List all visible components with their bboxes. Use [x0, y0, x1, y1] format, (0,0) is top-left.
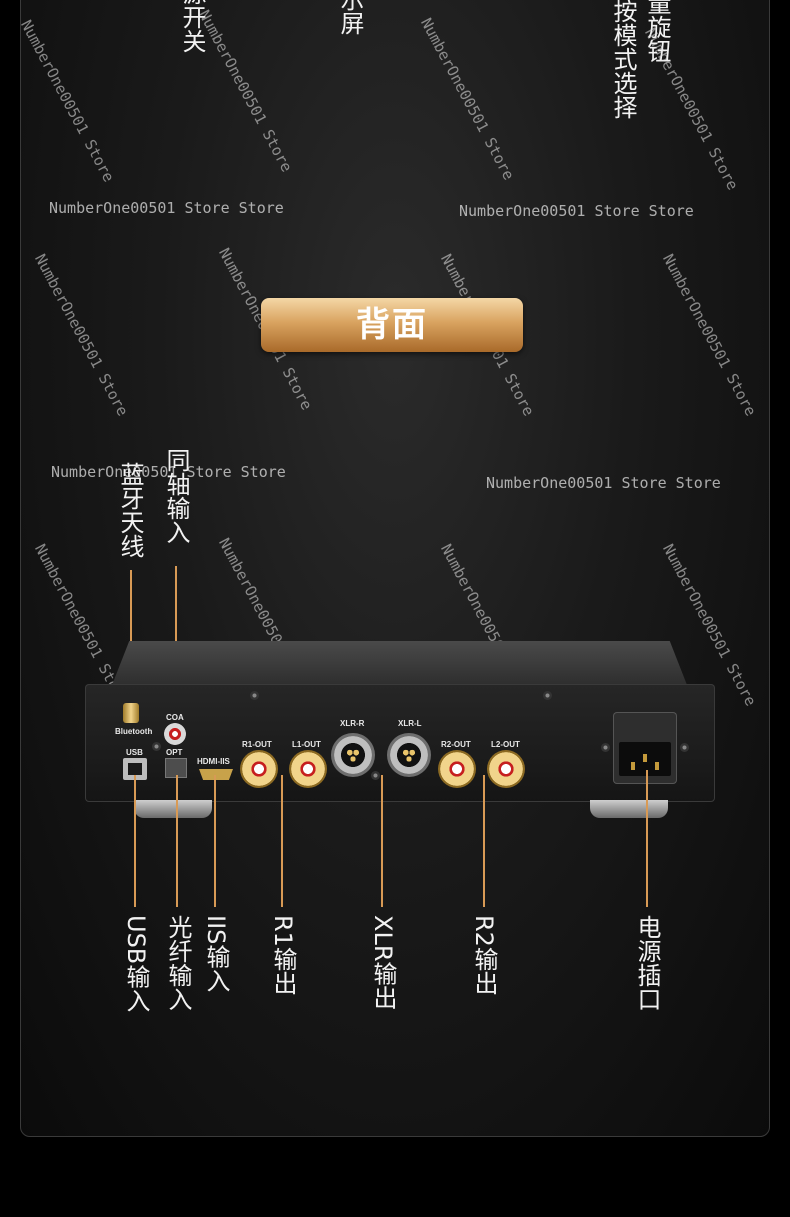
port-label-opt: OPT — [166, 748, 183, 757]
watermark-diagonal: NumberOne00501 Store — [417, 15, 518, 183]
port-label-l1-out: L1-OUT — [292, 740, 321, 749]
callout-line — [281, 775, 283, 907]
callout-bluetooth-antenna: 蓝牙天线 — [116, 462, 144, 558]
watermark: NumberOne00501 Store Store — [459, 202, 694, 220]
device-foot — [134, 800, 212, 818]
device-top-cover — [112, 641, 687, 685]
section-title-badge: 背面 — [261, 298, 523, 352]
usb-input-port[interactable] — [123, 758, 147, 780]
power-socket-pin — [631, 762, 635, 770]
watermark-diagonal: NumberOne00501 Store — [31, 251, 132, 419]
power-socket[interactable] — [619, 742, 671, 776]
power-socket-pin — [655, 762, 659, 770]
watermark: NumberOne00501 Store Store — [51, 463, 286, 481]
power-socket-housing — [613, 712, 677, 784]
port-label-xlr-r: XLR-R — [340, 719, 365, 728]
port-label-r1-out: R1-OUT — [242, 740, 272, 749]
port-label-l2-out: L2-OUT — [491, 740, 520, 749]
watermark-diagonal: NumberOne00501 Store — [659, 251, 760, 419]
port-label-xlr-l: XLR-L — [398, 719, 422, 728]
callout-line — [176, 775, 178, 907]
port-label-usb: USB — [126, 748, 143, 757]
content-panel: 源开关 示屏 按模式选择 量旋钮 NumberOne00501 Store St… — [20, 0, 770, 1137]
callout-coaxial-input: 同轴输入 — [162, 448, 190, 544]
top-label-volume-knob: 量旋钮 — [643, 0, 671, 63]
callout-r2-output: R2输出 — [470, 915, 498, 995]
port-label-bluetooth: Bluetooth — [115, 727, 153, 736]
watermark: NumberOne00501 Store Store — [49, 199, 284, 217]
callout-usb-input: USB输入 — [122, 915, 150, 1013]
top-label-display: 示屏 — [336, 0, 364, 35]
watermark: NumberOne00501 Store Store — [486, 474, 721, 492]
screw — [371, 771, 380, 780]
l1-output-jack[interactable] — [289, 750, 327, 788]
top-label-power-switch: 源开关 — [178, 0, 206, 53]
callout-xlr-output: XLR输出 — [369, 915, 397, 1010]
callout-optical-input: 光纤输入 — [164, 915, 192, 1011]
bluetooth-antenna-connector[interactable] — [123, 703, 139, 723]
screw — [152, 742, 161, 751]
port-label-hdmi-iis: HDMI-IIS — [197, 757, 230, 766]
screw — [543, 691, 552, 700]
callout-line — [381, 775, 383, 907]
watermark-diagonal: NumberOne00501 Store — [195, 7, 296, 175]
callout-iis-input: IIS输入 — [202, 915, 230, 993]
power-socket-pin — [643, 754, 647, 762]
callout-line — [646, 770, 648, 907]
screw — [680, 743, 689, 752]
r1-output-jack[interactable] — [240, 750, 278, 788]
top-label-mode-select: 按模式选择 — [609, 0, 637, 119]
xlr-l-output-connector[interactable] — [387, 733, 431, 777]
callout-line — [134, 775, 136, 907]
callout-line — [214, 775, 216, 907]
device-foot — [590, 800, 668, 818]
watermark-diagonal: NumberOne00501 Store — [20, 17, 118, 185]
coaxial-input-jack[interactable] — [164, 723, 186, 745]
callout-line — [483, 775, 485, 907]
l2-output-jack[interactable] — [487, 750, 525, 788]
usb-port-cavity — [128, 763, 142, 775]
callout-line — [130, 570, 132, 702]
port-label-coa: COA — [166, 713, 184, 722]
screw — [601, 743, 610, 752]
hdmi-iis-input-port[interactable] — [199, 769, 233, 780]
callout-r1-output: R1输出 — [269, 915, 297, 995]
screw — [250, 691, 259, 700]
callout-power-socket: 电源插口 — [633, 915, 661, 1011]
watermark-diagonal: NumberOne00501 Store — [641, 25, 742, 193]
port-label-r2-out: R2-OUT — [441, 740, 471, 749]
r2-output-jack[interactable] — [438, 750, 476, 788]
xlr-r-output-connector[interactable] — [331, 733, 375, 777]
